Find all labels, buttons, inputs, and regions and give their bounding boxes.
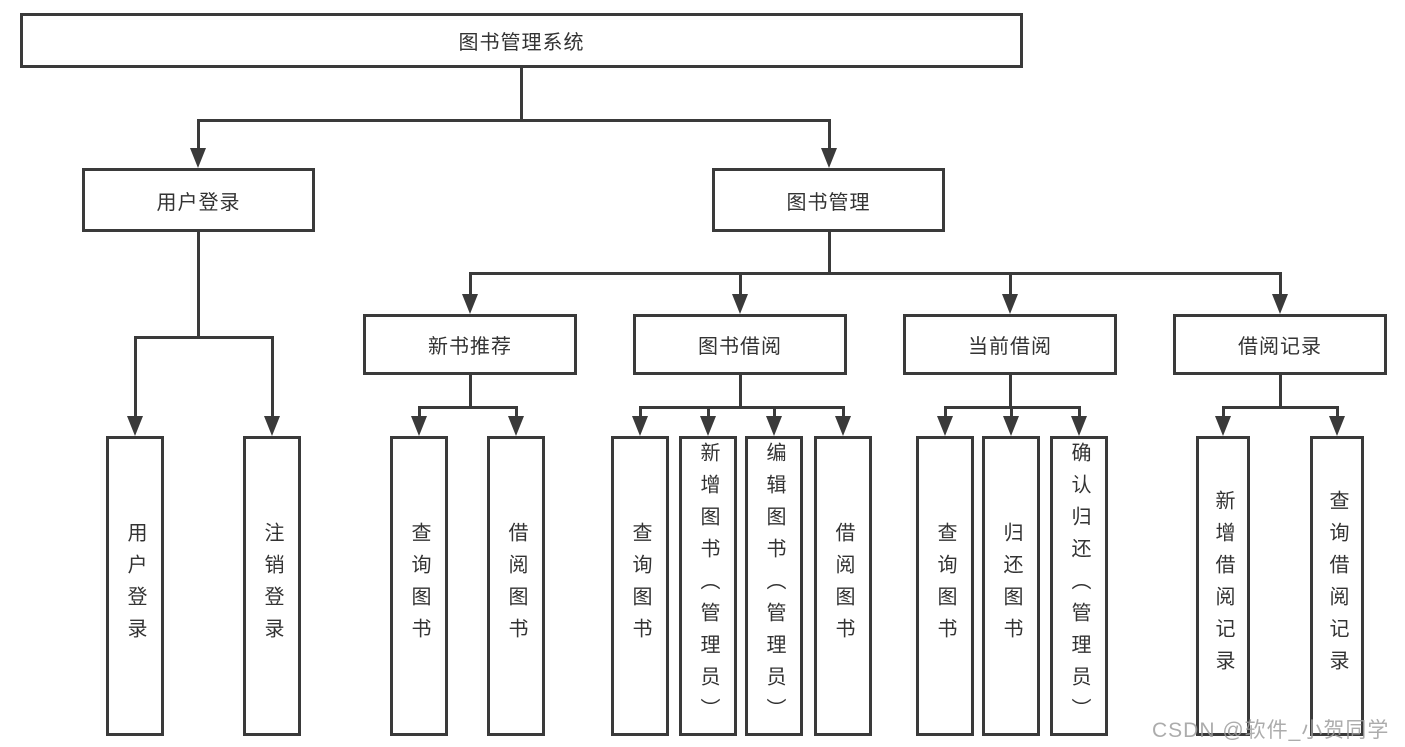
leaf-label: 归还图书 xyxy=(1000,522,1022,650)
leaf-label: 用户登录 xyxy=(124,522,146,650)
leaf-label: 查询图书 xyxy=(934,522,956,650)
leaf-query-books-recommend: 查询图书 xyxy=(390,436,448,736)
connector-user-login-stem xyxy=(197,232,200,339)
arrowhead-current-borrowing xyxy=(1002,294,1018,314)
leaf-label: 查询图书 xyxy=(408,522,430,650)
connector-drop-leaf-user-login xyxy=(134,336,137,418)
leaf-query-borrowing-record: 查询借阅记录 xyxy=(1310,436,1364,736)
node-label: 新书推荐 xyxy=(428,336,512,358)
leaf-return-books: 归还图书 xyxy=(982,436,1040,736)
node-label: 当前借阅 xyxy=(968,336,1052,358)
node-label: 用户登录 xyxy=(156,191,241,214)
arrowhead-book-borrowing xyxy=(732,294,748,314)
arrowhead xyxy=(1215,416,1231,436)
arrowhead-borrowing-records xyxy=(1272,294,1288,314)
leaf-logout: 注销登录 xyxy=(243,436,301,736)
leaf-user-login: 用户登录 xyxy=(106,436,164,736)
connector-book-borrowing-stem xyxy=(739,375,742,409)
leaf-label: 确认归还（管理员） xyxy=(1068,442,1090,730)
connector-drop-new-book xyxy=(469,272,472,296)
connector-root-split xyxy=(197,119,831,122)
leaf-label: 借阅图书 xyxy=(505,522,527,650)
connector-root-stem xyxy=(520,68,523,122)
leaf-add-books-admin: 新增图书（管理员） xyxy=(679,436,737,736)
node-new-book-recommendation: 新书推荐 xyxy=(363,314,577,375)
arrowhead xyxy=(937,416,953,436)
connector-drop-current-borrowing xyxy=(1009,272,1012,296)
node-book-management: 图书管理 xyxy=(712,168,945,232)
connector-drop xyxy=(842,406,845,420)
connector-drop xyxy=(1336,406,1339,420)
arrowhead-book-management xyxy=(821,148,837,168)
connector-drop-leaf-logout xyxy=(271,336,274,418)
connector-drop xyxy=(1010,406,1013,420)
connector-drop xyxy=(944,406,947,420)
connector-drop xyxy=(639,406,642,420)
node-label: 图书管理系统 xyxy=(458,32,585,54)
connector-drop-book-management xyxy=(828,119,831,150)
connector-borrowing-records-split xyxy=(1222,406,1339,409)
leaf-label: 查询图书 xyxy=(629,522,651,650)
node-current-borrowing: 当前借阅 xyxy=(903,314,1117,375)
node-label: 借阅记录 xyxy=(1238,336,1322,358)
node-book-borrowing: 图书借阅 xyxy=(633,314,847,375)
arrowhead-leaf-logout xyxy=(264,416,280,436)
connector-book-management-split xyxy=(469,272,1282,275)
connector-current-borrowing-stem xyxy=(1009,375,1012,409)
arrowhead xyxy=(700,416,716,436)
arrowhead xyxy=(1071,416,1087,436)
leaf-add-borrowing-record: 新增借阅记录 xyxy=(1196,436,1250,736)
connector-drop xyxy=(1078,406,1081,420)
connector-book-management-stem xyxy=(828,232,831,275)
connector-user-login-split xyxy=(134,336,274,339)
connector-book-borrowing-split xyxy=(639,406,845,409)
leaf-label: 新增图书（管理员） xyxy=(697,442,719,730)
arrowhead xyxy=(1003,416,1019,436)
connector-drop xyxy=(418,406,421,420)
arrowhead xyxy=(632,416,648,436)
arrowhead xyxy=(411,416,427,436)
node-borrowing-records: 借阅记录 xyxy=(1173,314,1387,375)
leaf-confirm-return-admin: 确认归还（管理员） xyxy=(1050,436,1108,736)
leaf-label: 注销登录 xyxy=(261,522,283,650)
connector-drop xyxy=(515,406,518,420)
connector-drop-borrowing-records xyxy=(1279,272,1282,296)
arrowhead xyxy=(1329,416,1345,436)
connector-new-book-stem xyxy=(469,375,472,409)
arrowhead-leaf-user-login xyxy=(127,416,143,436)
node-book-management-system: 图书管理系统 xyxy=(20,13,1023,68)
leaf-borrow-books-recommend: 借阅图书 xyxy=(487,436,545,736)
node-user-login: 用户登录 xyxy=(82,168,315,232)
node-label: 图书借阅 xyxy=(698,336,782,358)
connector-new-book-split xyxy=(418,406,518,409)
leaf-query-books-borrowing: 查询图书 xyxy=(611,436,669,736)
leaf-edit-books-admin: 编辑图书（管理员） xyxy=(745,436,803,736)
connector-drop xyxy=(773,406,776,420)
leaf-label: 借阅图书 xyxy=(832,522,854,650)
arrowhead-user-login xyxy=(190,148,206,168)
leaf-query-books-current: 查询图书 xyxy=(916,436,974,736)
leaf-label: 新增借阅记录 xyxy=(1212,490,1234,682)
arrowhead xyxy=(508,416,524,436)
connector-borrowing-records-stem xyxy=(1279,375,1282,409)
leaf-label: 查询借阅记录 xyxy=(1326,490,1348,682)
arrowhead xyxy=(835,416,851,436)
connector-drop-book-borrowing xyxy=(739,272,742,296)
leaf-label: 编辑图书（管理员） xyxy=(763,442,785,730)
arrowhead xyxy=(766,416,782,436)
connector-drop xyxy=(707,406,710,420)
arrowhead-new-book xyxy=(462,294,478,314)
connector-drop xyxy=(1222,406,1225,420)
leaf-borrow-books-borrowing: 借阅图书 xyxy=(814,436,872,736)
connector-drop-user-login xyxy=(197,119,200,150)
node-label: 图书管理 xyxy=(786,191,871,214)
csdn-watermark: CSDN @软件_小贺同学 xyxy=(1152,719,1390,742)
